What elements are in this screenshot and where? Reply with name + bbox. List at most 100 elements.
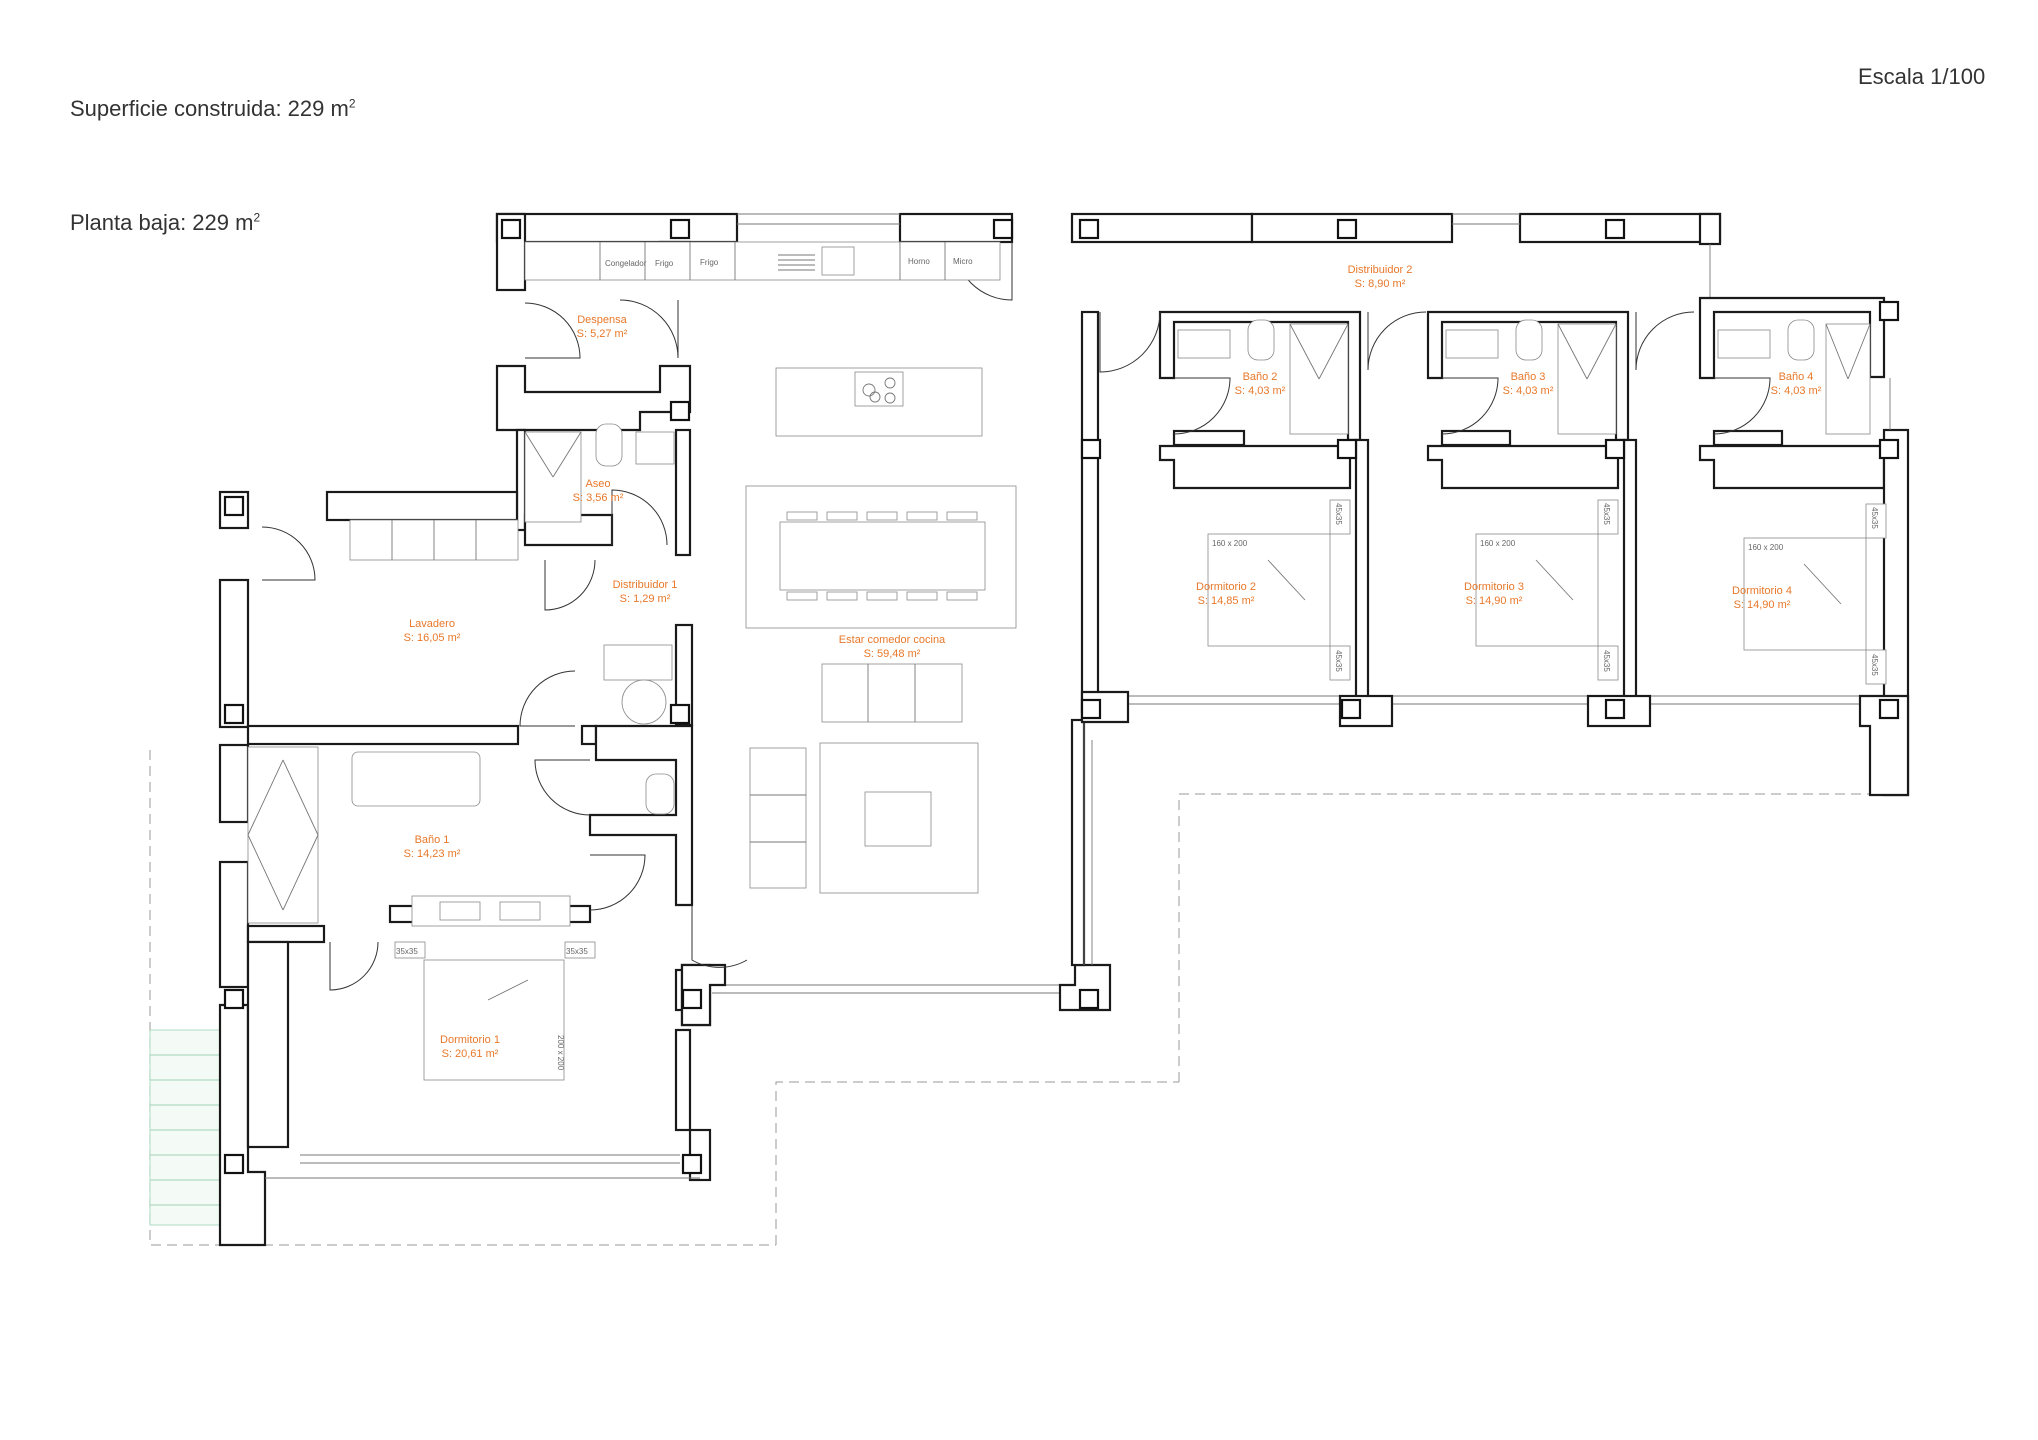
- bano2-sink: [1177, 329, 1231, 359]
- room-bano4-area: S: 4,03 m²: [1771, 385, 1822, 397]
- column: [1078, 218, 1100, 240]
- label-night-45-2b: 45x35: [1334, 650, 1343, 672]
- bano2-wc: [1247, 319, 1275, 361]
- bathtub: [351, 751, 481, 807]
- door-dorm2: [1367, 311, 1427, 371]
- column: [223, 495, 245, 517]
- room-dormitorio3-area: S: 14,90 m²: [1466, 595, 1523, 607]
- column: [1080, 698, 1102, 720]
- bano1-shower: [247, 746, 319, 924]
- column: [669, 218, 691, 240]
- chair: [826, 511, 858, 521]
- kitchen-counter: [524, 241, 1001, 281]
- wall-outer-left-4: [218, 860, 250, 989]
- door-despensa: [524, 302, 581, 359]
- door-lavadero-out: [261, 526, 316, 581]
- built-area-sup: 2: [348, 96, 356, 111]
- door-despensa-2: [619, 299, 679, 359]
- room-dormitorio4-area: S: 14,90 m²: [1734, 599, 1791, 611]
- dorm3-bed: [1475, 533, 1599, 647]
- exterior-stair: [149, 1029, 221, 1226]
- column: [1336, 218, 1358, 240]
- dorm4-nightstand-top: [1865, 503, 1887, 539]
- room-bano1-name: Baño 1: [415, 834, 450, 846]
- room-aseo-name: Aseo: [585, 478, 610, 490]
- label-night-45-3a: 45x35: [1602, 503, 1611, 525]
- built-area-text: Superficie construida: 229 m: [70, 96, 349, 121]
- label-horno: Horno: [908, 257, 930, 266]
- washer-drum: [621, 679, 667, 725]
- label-congelador: Congelador: [605, 259, 647, 268]
- wall-lavadero-top: [325, 490, 519, 522]
- room-bano1-area: S: 14,23 m²: [404, 848, 461, 860]
- column: [223, 1153, 245, 1175]
- room-dormitorio1-area: S: 20,61 m²: [442, 1048, 499, 1060]
- terrace-outline-right: [1178, 793, 1900, 1082]
- wall-spine-3: [674, 1028, 692, 1132]
- terrace-outlines: [149, 750, 1900, 1246]
- scale-label: Escala 1/100: [1858, 64, 1986, 89]
- room-bano4-name: Baño 4: [1779, 371, 1814, 383]
- column: [1080, 438, 1102, 460]
- door-bath4: [1713, 377, 1771, 435]
- label-micro: Micro: [953, 257, 973, 266]
- dorm2-bed: [1207, 533, 1331, 647]
- column: [1878, 698, 1900, 720]
- bano4-sink: [1717, 329, 1771, 359]
- door-bano1: [534, 759, 591, 816]
- door-dorm1: [329, 941, 379, 991]
- column: [1336, 438, 1358, 460]
- chair: [906, 591, 938, 601]
- bano1-vanity: [411, 895, 571, 927]
- bano3-wc: [1515, 319, 1543, 361]
- sink: [821, 246, 855, 276]
- room-despensa-area: S: 5,27 m²: [577, 328, 628, 340]
- cooktop: [854, 371, 904, 407]
- dorm3-nightstand-bottom: [1597, 645, 1619, 681]
- column: [500, 218, 522, 240]
- label-frigo-1: Frigo: [655, 259, 674, 268]
- column: [1604, 218, 1626, 240]
- chair: [826, 591, 858, 601]
- furniture: Congelador Frigo Frigo Horno Micro: [247, 241, 1887, 1081]
- wall-right-left: [1080, 310, 1100, 714]
- dorm4-bed: [1743, 537, 1867, 651]
- door-lavadero: [519, 670, 576, 727]
- room-estar-area: S: 59,48 m²: [864, 648, 921, 660]
- column: [681, 988, 703, 1010]
- label-night-45-3b: 45x35: [1602, 650, 1611, 672]
- column: [223, 988, 245, 1010]
- wall-bath3: [1426, 310, 1630, 442]
- columns: [223, 218, 1900, 1175]
- column: [223, 703, 245, 725]
- room-dormitorio3-name: Dormitorio 3: [1464, 581, 1524, 593]
- wall-right-top-end: [1698, 212, 1722, 246]
- column: [669, 400, 691, 422]
- terrace-outline-bottom: [775, 1081, 1179, 1245]
- ground-floor-label: Planta baja: 229 m2: [70, 210, 260, 236]
- column: [1604, 698, 1626, 720]
- door-dorm3: [1635, 311, 1695, 371]
- wall-living-bottom-left: [680, 963, 727, 1027]
- chair: [866, 511, 898, 521]
- column: [669, 703, 691, 725]
- wall-bath2: [1158, 310, 1362, 442]
- bano1-wc: [645, 773, 675, 815]
- living-rug: [819, 742, 979, 894]
- room-estar-name: Estar comedor cocina: [839, 634, 946, 646]
- door-bano1-2: [589, 854, 646, 911]
- dining-table: [779, 521, 986, 591]
- ground-floor-text: Planta baja: 229 m: [70, 210, 254, 235]
- wall-dorm3-top: [1426, 444, 1620, 490]
- wall-dorm4-top: [1698, 444, 1886, 490]
- room-dormitorio2-area: S: 14,85 m²: [1198, 595, 1255, 607]
- column: [1340, 698, 1362, 720]
- wall-dorm1-left: [246, 940, 290, 1149]
- label-bed-160-3: 160 x 200: [1480, 539, 1516, 548]
- bano4-wc: [1787, 319, 1815, 361]
- coffee-table: [864, 791, 932, 847]
- wall-top-kitchen: [495, 212, 739, 244]
- wall-dorm2-right: [1354, 438, 1370, 712]
- bano1-sink-1: [439, 901, 481, 921]
- chair: [786, 591, 818, 601]
